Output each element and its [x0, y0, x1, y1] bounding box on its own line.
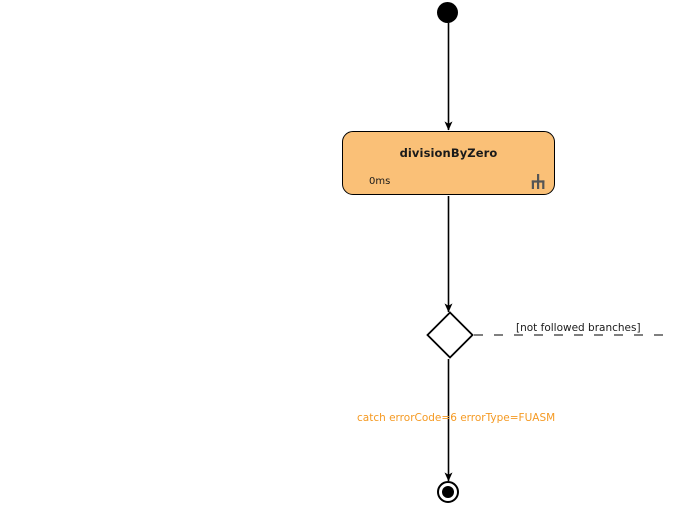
- final-node-center: [442, 486, 454, 498]
- edge-label-not-followed-branches: [not followed branches]: [514, 322, 643, 334]
- activity-duration-label: 0ms: [369, 176, 391, 187]
- edge-label-catch-clause: catch errorCode=6 errorType=FUASM: [357, 412, 556, 424]
- activity-node-division-by-zero[interactable]: divisionByZero 0ms: [342, 131, 555, 195]
- initial-node[interactable]: [437, 2, 458, 23]
- rake-icon: [531, 174, 545, 189]
- final-node[interactable]: [437, 481, 459, 503]
- decision-node[interactable]: [426, 311, 474, 359]
- activity-title: divisionByZero: [399, 146, 498, 160]
